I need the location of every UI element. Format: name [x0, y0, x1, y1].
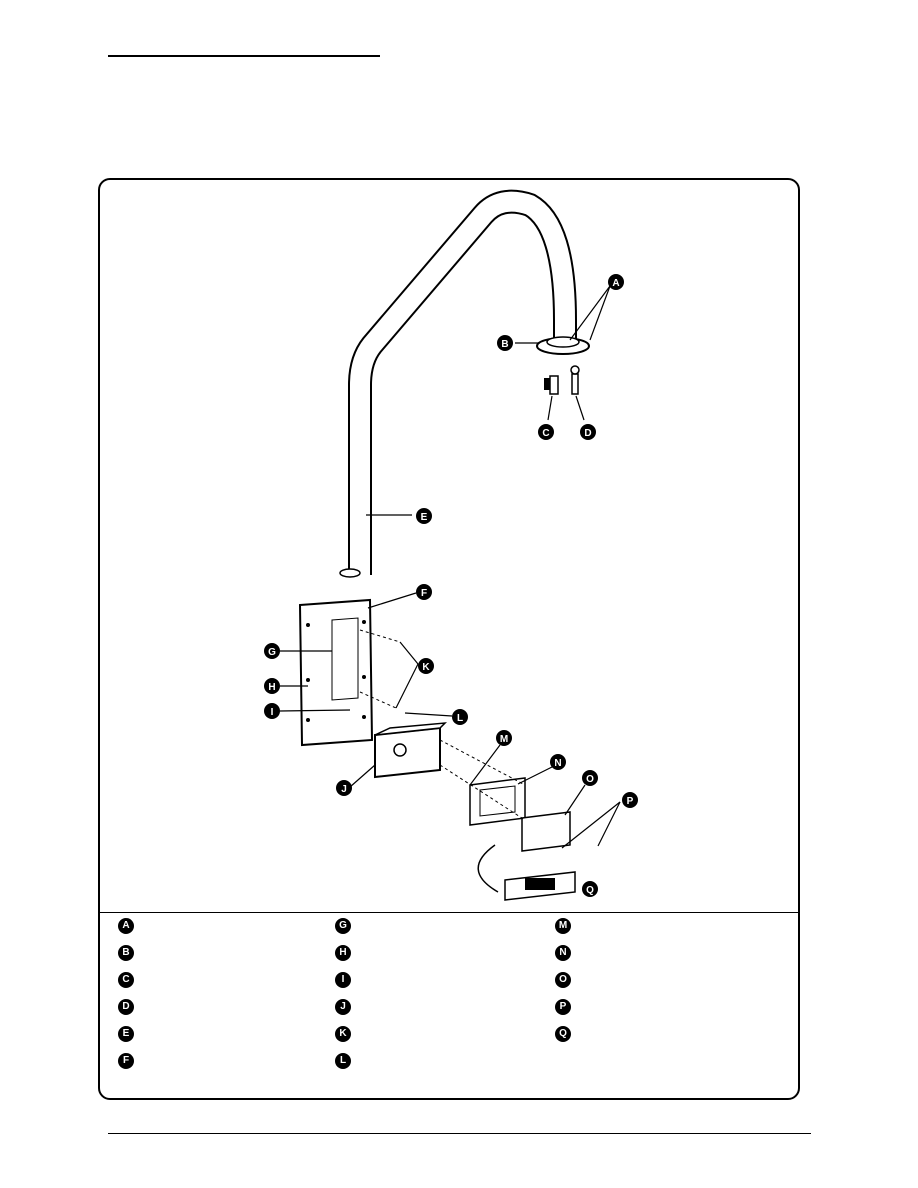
terminal-plate: [504, 871, 576, 901]
callout-E: E: [416, 508, 432, 524]
callout-C: C: [538, 424, 554, 440]
diagram-panel: A B C D E F G H: [98, 178, 800, 1100]
legend-item-P: P: [555, 997, 579, 1017]
svg-text:I: I: [271, 707, 274, 718]
legend-item-A: A: [118, 916, 142, 936]
svg-text:O: O: [586, 774, 594, 785]
legend-item-M: M: [555, 916, 579, 936]
svg-text:P: P: [627, 796, 634, 807]
legend-badge-D: D: [118, 999, 134, 1015]
svg-text:L: L: [457, 713, 463, 724]
legend-divider: [100, 912, 798, 913]
svg-text:F: F: [421, 588, 427, 599]
legend-item-K: K: [335, 1024, 359, 1044]
callout-L: L: [452, 709, 468, 725]
header-rule: [108, 55, 380, 57]
legend-item-E: E: [118, 1024, 142, 1044]
callout-D: D: [580, 424, 596, 440]
callout-A: A: [608, 274, 624, 290]
svg-text:E: E: [421, 512, 428, 523]
parts-legend: A B C D E F G H: [100, 916, 798, 1086]
svg-text:A: A: [612, 278, 619, 289]
footer-rule: [108, 1133, 811, 1134]
svg-text:B: B: [501, 339, 508, 350]
legend-badge-H: H: [335, 945, 351, 961]
legend-item-I: I: [335, 970, 359, 990]
legend-badge-I: I: [335, 972, 351, 988]
legend-badge-P: P: [555, 999, 571, 1015]
legend-badge-J: J: [335, 999, 351, 1015]
svg-text:G: G: [268, 647, 276, 658]
legend-item-G: G: [335, 916, 359, 936]
mounting-plate: [298, 598, 374, 747]
svg-text:Q: Q: [586, 885, 594, 896]
legend-item-B: B: [118, 943, 142, 963]
anchor-parts: [544, 365, 580, 395]
cover-plate: [521, 811, 571, 852]
svg-text:H: H: [268, 682, 275, 693]
callout-N: N: [550, 754, 566, 770]
legend-item-F: F: [118, 1051, 142, 1071]
legend-badge-M: M: [555, 918, 571, 934]
svg-text:D: D: [584, 428, 591, 439]
legend-badge-O: O: [555, 972, 571, 988]
svg-text:N: N: [554, 758, 561, 769]
assembly-diagram: A B C D E F G H: [264, 189, 638, 901]
legend-badge-L: L: [335, 1053, 351, 1069]
callout-B: B: [497, 335, 513, 351]
svg-text:C: C: [542, 428, 549, 439]
gasket: [469, 777, 526, 826]
callout-Q: Q: [582, 881, 598, 897]
callout-P: P: [622, 792, 638, 808]
callout-K: K: [418, 658, 434, 674]
escutcheon-flange: [536, 336, 590, 355]
callout-J: J: [336, 780, 352, 796]
svg-text:J: J: [341, 784, 347, 795]
callout-F: F: [416, 584, 432, 600]
legend-item-C: C: [118, 970, 142, 990]
legend-badge-K: K: [335, 1026, 351, 1042]
callout-I: I: [264, 703, 280, 719]
legend-badge-B: B: [118, 945, 134, 961]
legend-badge-A: A: [118, 918, 134, 934]
pipe: [339, 189, 577, 578]
legend-badge-G: G: [335, 918, 351, 934]
legend-item-H: H: [335, 943, 359, 963]
legend-item-Q: Q: [555, 1024, 579, 1044]
legend-badge-N: N: [555, 945, 571, 961]
legend-badge-Q: Q: [555, 1026, 571, 1042]
legend-badge-E: E: [118, 1026, 134, 1042]
legend-item-J: J: [335, 997, 359, 1017]
callout-O: O: [582, 770, 598, 786]
legend-item-O: O: [555, 970, 579, 990]
legend-badge-C: C: [118, 972, 134, 988]
legend-item-L: L: [335, 1051, 359, 1071]
leader-lines: [279, 285, 621, 849]
callout-G: G: [264, 643, 280, 659]
callout-H: H: [264, 678, 280, 694]
svg-text:M: M: [500, 734, 508, 745]
svg-text:K: K: [422, 662, 430, 673]
junction-box: [374, 722, 447, 779]
legend-item-D: D: [118, 997, 142, 1017]
callout-M: M: [496, 730, 512, 746]
legend-item-N: N: [555, 943, 579, 963]
legend-badge-F: F: [118, 1053, 134, 1069]
